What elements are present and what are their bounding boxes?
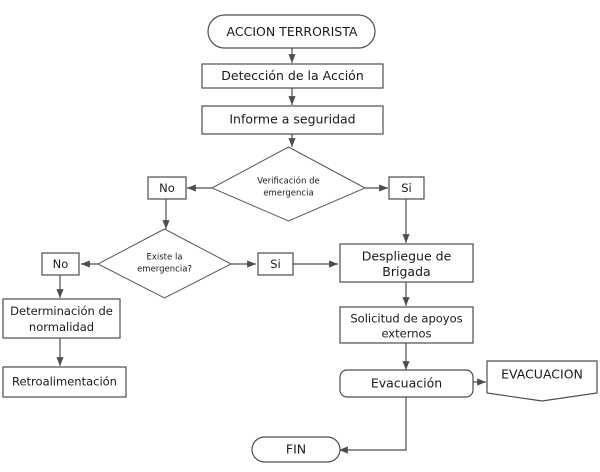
- fin-terminator-shape: [251, 436, 341, 463]
- existe-no-label: No: [53, 257, 69, 271]
- node-despliegue[interactable]: Despliegue de Brigada: [339, 243, 474, 283]
- node-existe-no[interactable]: No: [41, 252, 80, 276]
- evacuacion-document-label: EVACUACION: [501, 367, 583, 382]
- node-informe[interactable]: Informe a seguridad: [201, 105, 384, 135]
- edge-evacuacion-to-fin: [339, 396, 407, 454]
- node-determinacion[interactable]: Determinación de normalidad: [2, 298, 121, 339]
- verificacion-label-line1: Verificación de: [257, 176, 319, 187]
- node-fin[interactable]: FIN: [251, 436, 341, 463]
- despliegue-label-line2: Brigada: [382, 264, 430, 279]
- node-evacuacion-process[interactable]: Evacuación: [339, 369, 474, 398]
- verificacion-si-label: Si: [401, 181, 412, 195]
- determinacion-box-shape: [2, 298, 121, 339]
- evacuacion-rounded-box-shape: [339, 369, 474, 398]
- despliegue-box-shape: [339, 243, 474, 283]
- node-verificacion[interactable]: Verificación de emergencia: [210, 146, 367, 222]
- informe-label: Informe a seguridad: [229, 112, 355, 127]
- verificacion-label-line2: emergencia: [263, 189, 313, 199]
- evacuacion-document-shape: [486, 360, 598, 402]
- verificacion-si-box-shape: [388, 176, 425, 200]
- node-verificacion-no[interactable]: No: [147, 176, 187, 200]
- start-label: ACCION TERRORISTA: [227, 24, 358, 39]
- existe-si-label: Si: [270, 257, 281, 271]
- evacuacion-label: Evacuación: [371, 376, 442, 391]
- verificacion-diamond-shape: [210, 146, 367, 222]
- retroalimentacion-box-shape: [2, 366, 127, 398]
- determinacion-label-line2: normalidad: [29, 320, 94, 334]
- node-existe[interactable]: Existe la emergencia?: [96, 228, 233, 299]
- solicitud-label-line1: Solicitud de apoyos: [350, 312, 462, 326]
- existe-no-box-shape: [41, 252, 80, 276]
- solicitud-label-line2: externos: [381, 327, 431, 341]
- node-start[interactable]: ACCION TERRORISTA: [207, 14, 376, 49]
- despliegue-label-line1: Despliegue de: [362, 249, 452, 264]
- node-verificacion-si[interactable]: Si: [388, 176, 425, 200]
- deteccion-label: Detección de la Acción: [221, 68, 364, 83]
- node-retroalimentacion[interactable]: Retroalimentación: [2, 366, 127, 398]
- informe-box-shape: [201, 105, 384, 135]
- verificacion-no-label: No: [159, 181, 175, 195]
- node-deteccion[interactable]: Detección de la Acción: [201, 63, 384, 89]
- existe-label-line2: emergencia?: [137, 265, 192, 275]
- deteccion-box-shape: [201, 63, 384, 89]
- start-terminator-shape: [207, 14, 376, 49]
- existe-diamond-shape: [96, 228, 233, 299]
- existe-si-box-shape: [257, 252, 294, 276]
- solicitud-box-shape: [339, 306, 474, 344]
- verificacion-no-box-shape: [147, 176, 187, 200]
- node-existe-si[interactable]: Si: [257, 252, 294, 276]
- node-solicitud[interactable]: Solicitud de apoyos externos: [339, 306, 474, 344]
- fin-label: FIN: [286, 442, 306, 457]
- determinacion-label-line1: Determinación de: [10, 304, 113, 318]
- node-evacuacion-document[interactable]: EVACUACION: [486, 360, 598, 402]
- retroalimentacion-label: Retroalimentación: [12, 375, 117, 389]
- existe-label-line1: Existe la: [146, 253, 182, 263]
